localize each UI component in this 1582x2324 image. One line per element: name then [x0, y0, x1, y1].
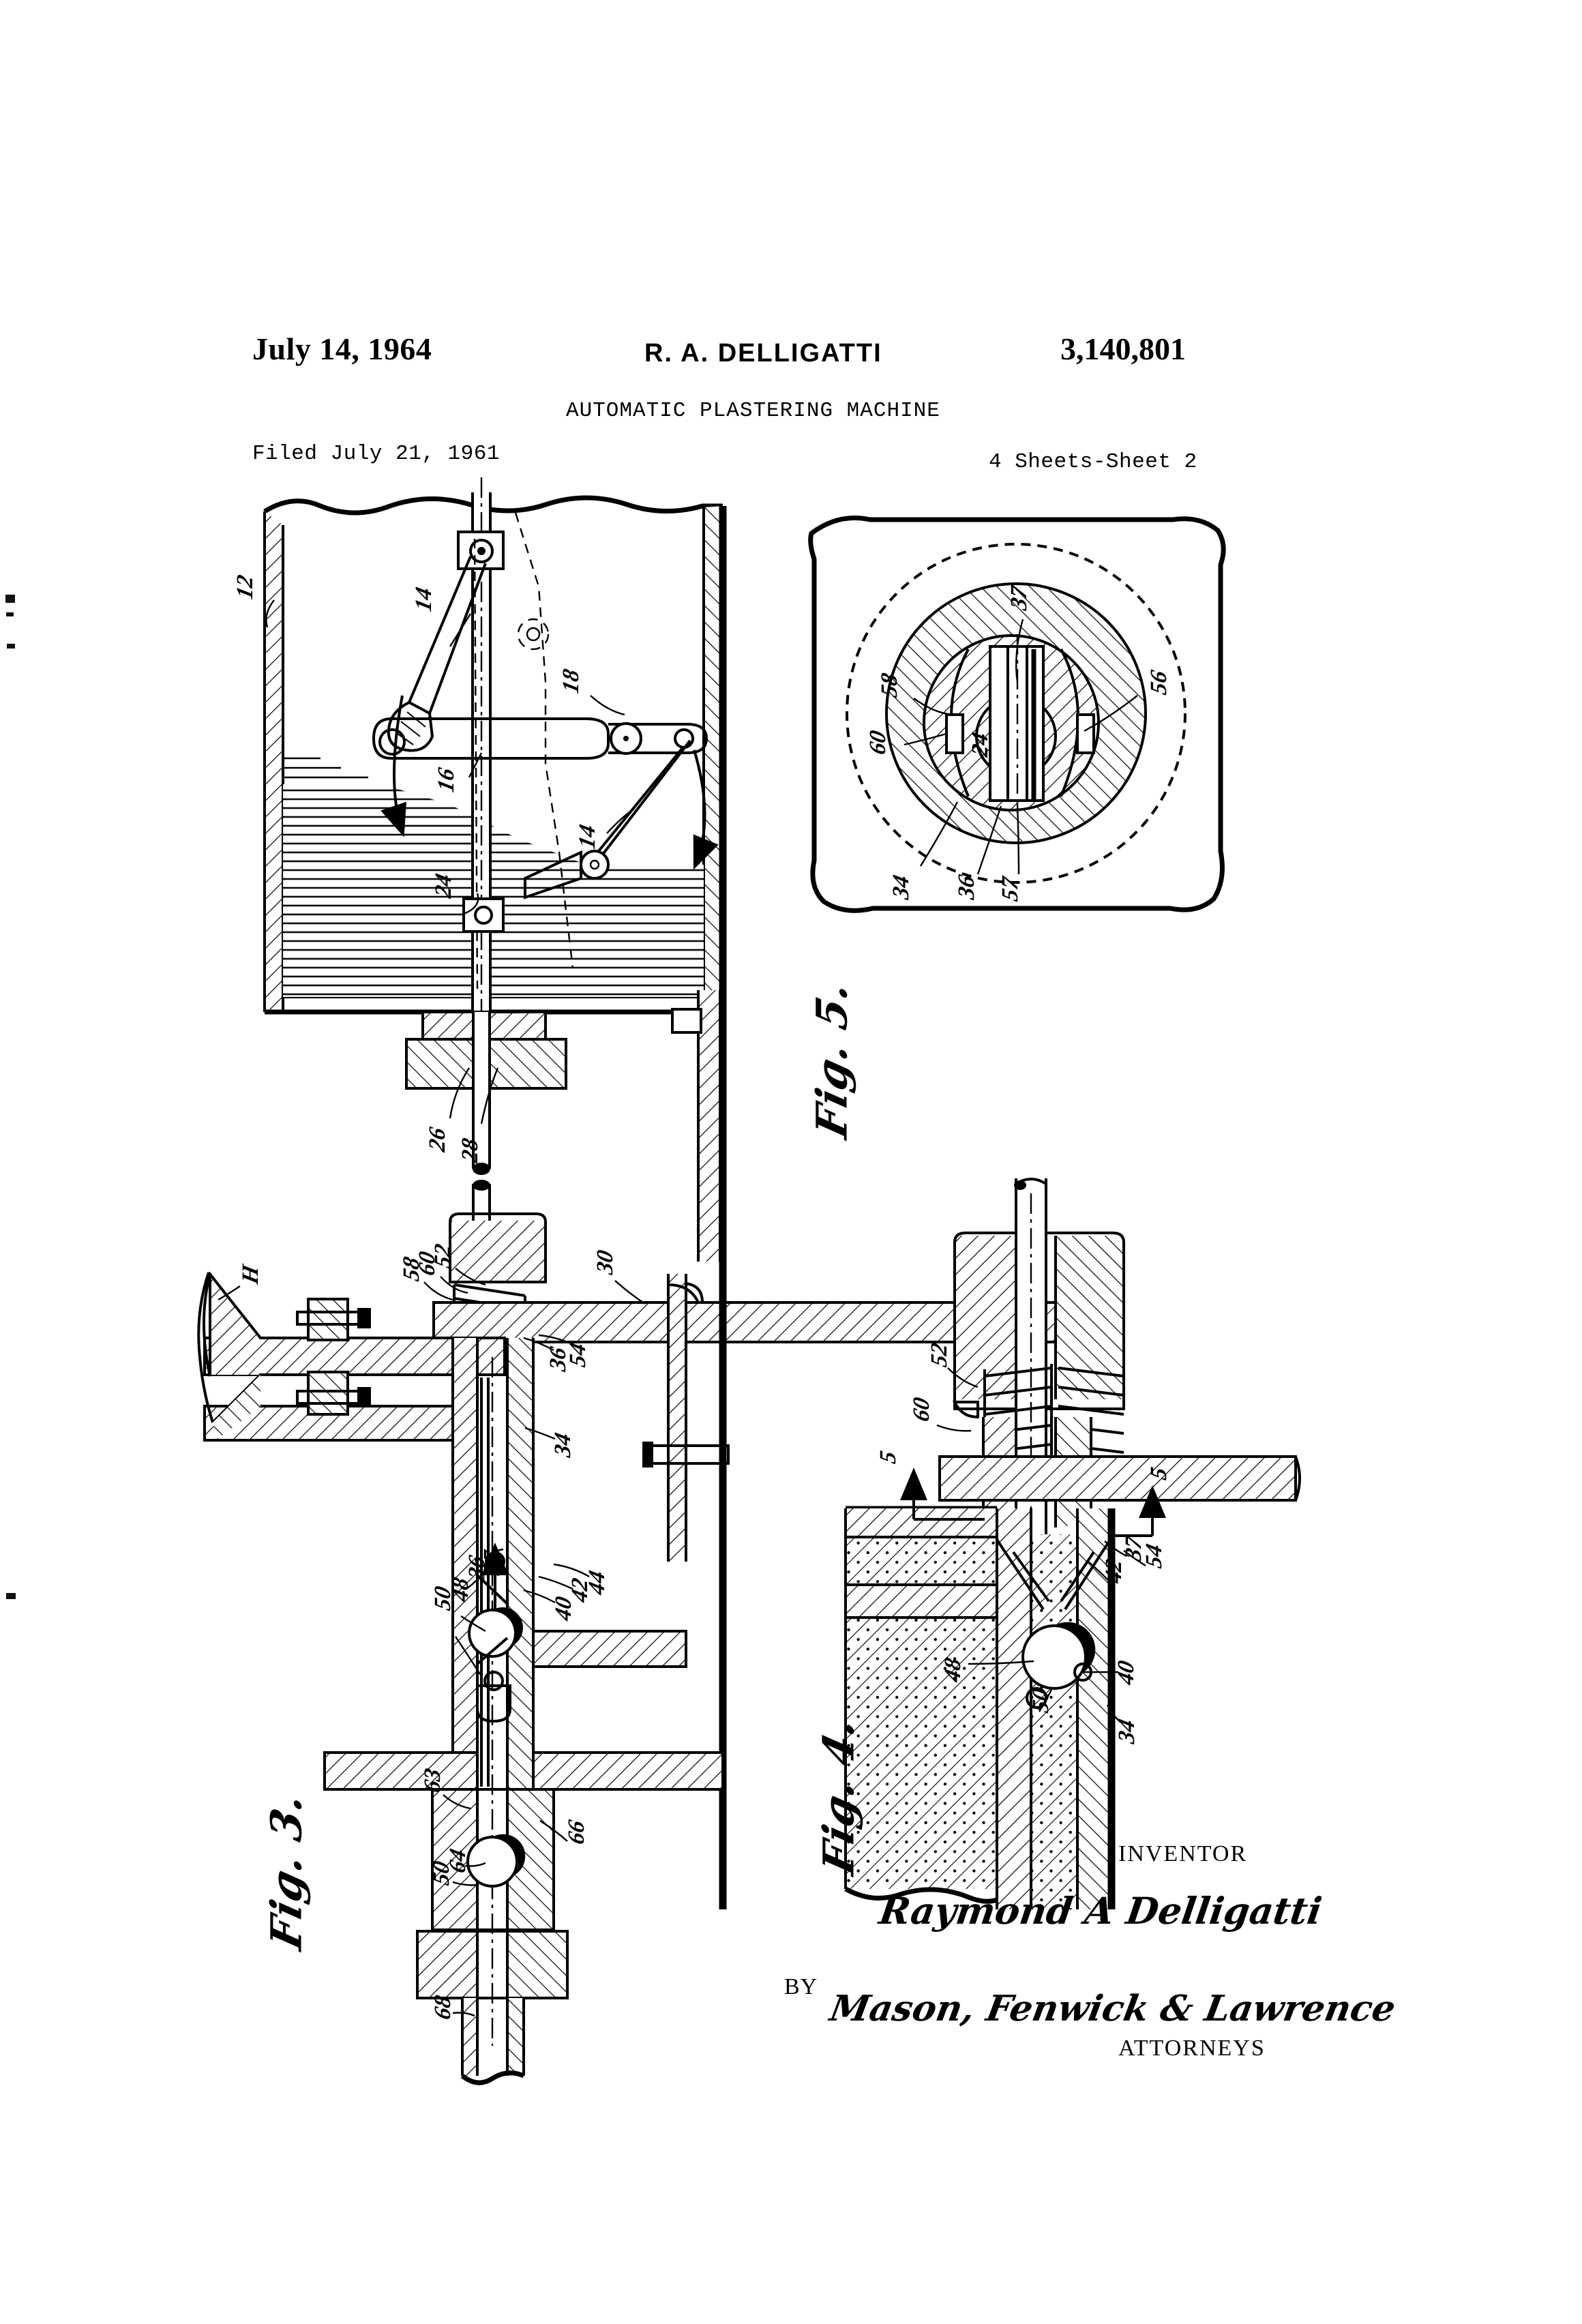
- ref-numeral-fig3-14-4: 14: [575, 822, 600, 851]
- sheet-number: 4 Sheets-Sheet 2: [989, 450, 1197, 474]
- inventor-label: INVENTOR: [1118, 1841, 1248, 1866]
- ref-numeral-fig5-37-0: 37: [1006, 583, 1032, 612]
- ref-numeral-fig5-57-7: 57: [998, 874, 1023, 904]
- fig5-section: [808, 516, 1226, 913]
- ref-numeral-fig4-52-0: 52: [927, 1340, 952, 1369]
- ref-numeral-fig5-34-5: 34: [889, 872, 914, 902]
- ref-numeral-fig3-14-1: 14: [411, 584, 436, 614]
- ref-numeral-fig3-16-3: 16: [434, 765, 459, 794]
- ref-numeral-fig3-34-14: 34: [550, 1430, 576, 1459]
- ref-numeral-fig4-42-6: 42: [1101, 1556, 1126, 1585]
- ref-numeral-fig4-5-2: 5: [876, 1448, 901, 1466]
- filing-date: Filed July 21, 1961: [252, 442, 500, 466]
- ref-numeral-fig4-34-10: 34: [1114, 1716, 1139, 1746]
- ref-numeral-fig3-52-10: 52: [430, 1241, 456, 1270]
- scan-artifact: [5, 595, 15, 603]
- ref-numeral-fig3-30-11: 30: [593, 1247, 618, 1277]
- fig3-caption: Fig. 3.: [261, 1787, 312, 1954]
- ref-numeral-fig4-48-7: 48: [940, 1655, 966, 1684]
- ref-numeral-fig3-68-26: 68: [430, 1993, 456, 2022]
- ref-numeral-fig4-60-1: 60: [909, 1395, 934, 1424]
- ref-numeral-fig3-37-18: 37: [479, 1548, 505, 1577]
- inventor-initials: R. A. DELLIGATTI: [644, 339, 882, 368]
- ref-numeral-fig4-54-5: 54: [1141, 1541, 1167, 1570]
- ref-numeral-fig3-54-13: 54: [565, 1340, 591, 1369]
- ref-numeral-fig3-63-22: 63: [420, 1766, 445, 1795]
- scan-artifact: [6, 1593, 16, 1599]
- attorneys-label: ATTORNEYS: [1118, 2036, 1266, 2061]
- ref-numeral-fig3-64-24: 64: [445, 1846, 471, 1875]
- patent-number: 3,140,801: [1060, 331, 1186, 366]
- ref-numeral-fig3-12-0: 12: [233, 572, 258, 601]
- scan-artifact: [6, 612, 14, 616]
- publication-date: July 14, 1964: [252, 331, 432, 366]
- ref-numeral-fig3-H-27: H: [238, 1262, 263, 1287]
- inventor-signature: Raymond A Delligatti: [876, 1889, 1325, 1933]
- patent-title: AUTOMATIC PLASTERING MACHINE: [566, 399, 940, 423]
- fig4-section: [844, 1178, 1301, 1909]
- ref-numeral-fig3-44-21: 44: [584, 1568, 610, 1597]
- ref-numeral-fig3-24-5: 24: [431, 871, 456, 900]
- fig4-caption: Fig. 4.: [814, 1712, 864, 1879]
- ref-numeral-fig3-28-7: 28: [458, 1135, 483, 1165]
- ref-numeral-fig5-60-2: 60: [865, 728, 891, 757]
- attorney-signature: Mason, Fenwick & Lawrence: [826, 1988, 1399, 2029]
- ref-numeral-fig5-24-3: 24: [968, 730, 993, 759]
- fig3-column: [197, 506, 1120, 2085]
- ref-numeral-fig4-50-8: 50: [1028, 1686, 1054, 1715]
- fig3-hopper: [263, 477, 724, 1037]
- fig5-caption: Fig. 5.: [807, 976, 857, 1143]
- ref-numeral-fig4-40-9: 40: [1114, 1658, 1139, 1687]
- ref-numeral-fig5-58-1: 58: [877, 670, 902, 700]
- ref-numeral-fig5-56-4: 56: [1146, 668, 1171, 697]
- scan-artifact: [7, 644, 15, 649]
- ref-numeral-fig3-18-2: 18: [558, 666, 584, 696]
- ref-numeral-fig4-5-3: 5: [1146, 1465, 1171, 1483]
- ref-numeral-fig3-26-6: 26: [425, 1124, 450, 1154]
- ref-numeral-fig3-66-25: 66: [564, 1817, 589, 1847]
- ref-numeral-fig5-36-6: 36: [954, 872, 979, 902]
- by-label: BY: [784, 1974, 818, 1999]
